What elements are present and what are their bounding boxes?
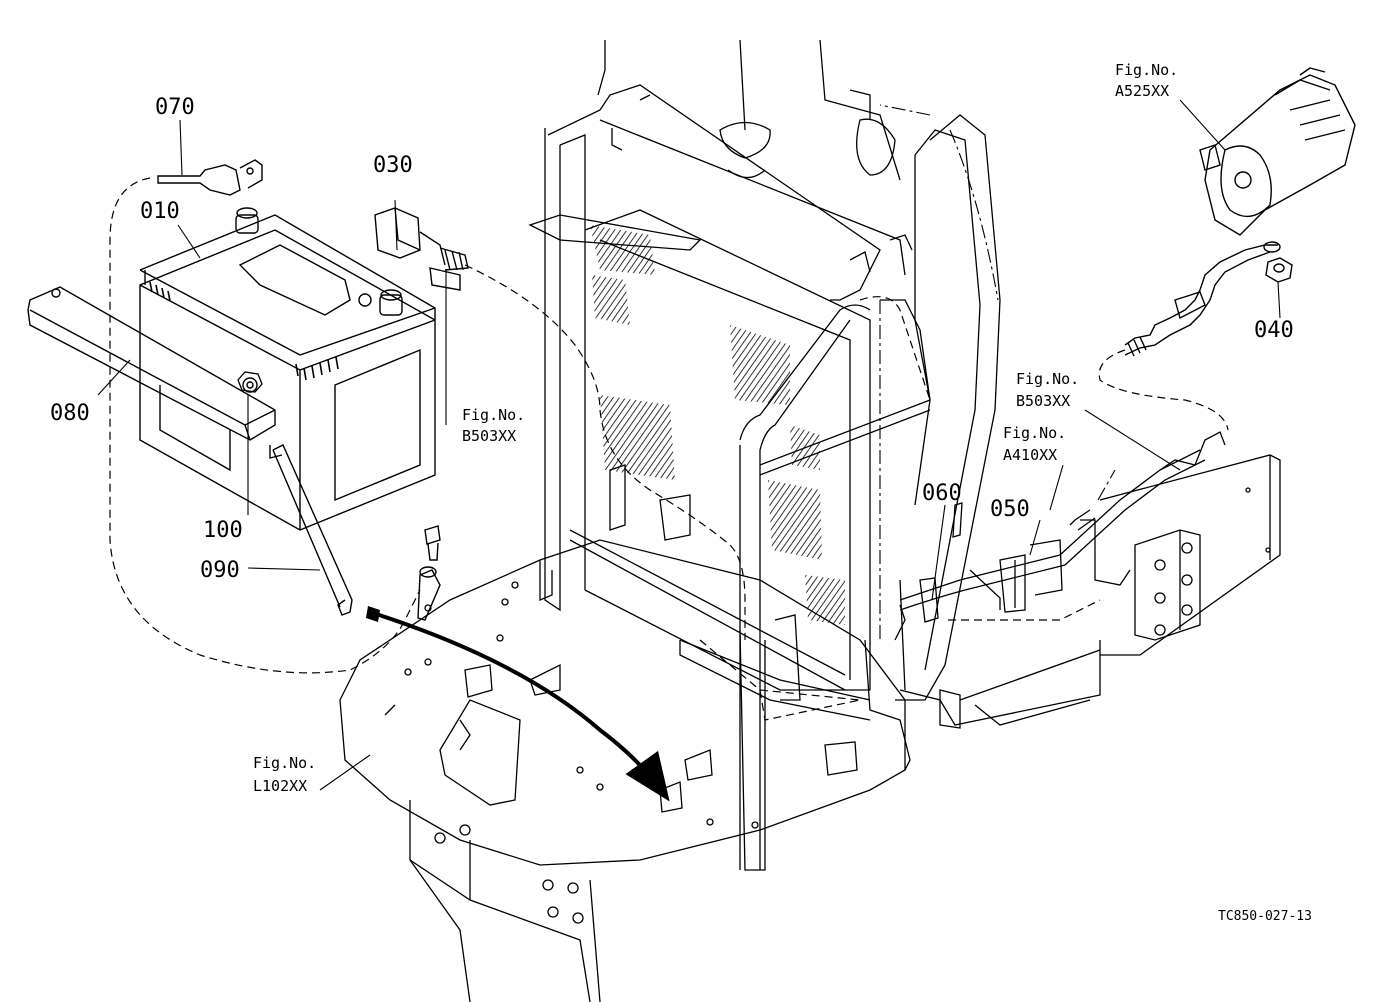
dashed-cable-routes — [110, 178, 1228, 720]
base-plate-frame — [340, 540, 905, 1002]
label-100: 100 — [203, 518, 243, 543]
radiator-core-hatching — [590, 225, 845, 625]
part-labels: 070 010 030 080 100 090 060 050 040 — [50, 95, 1294, 583]
j-bolt-090 — [270, 445, 352, 615]
starter-motor — [1200, 68, 1355, 235]
ref-b503-left-line1: Fig.No. — [462, 406, 525, 424]
label-090: 090 — [200, 558, 240, 583]
leader-lines — [98, 100, 1280, 790]
radiator-assembly — [530, 40, 912, 870]
label-050: 050 — [990, 497, 1030, 522]
ground-bolt — [418, 526, 440, 620]
label-010: 010 — [140, 199, 180, 224]
terminal-cap-030 — [375, 208, 468, 290]
label-030: 030 — [373, 153, 413, 178]
ref-a410-line2: A410XX — [1003, 446, 1057, 464]
ref-b503-right-line2: B503XX — [1016, 392, 1070, 410]
mounting-arrow — [366, 606, 670, 802]
right-frame-bracket — [960, 455, 1280, 725]
label-070: 070 — [155, 95, 195, 120]
battery-010 — [140, 208, 435, 530]
figure-references: Fig.No. A525XX Fig.No. B503XX Fig.No. B5… — [253, 61, 1178, 795]
ref-a525-line1: Fig.No. — [1115, 61, 1178, 79]
wire-harness — [895, 432, 1225, 640]
guard-frame — [740, 115, 1100, 870]
label-080: 080 — [50, 401, 90, 426]
ref-b503-right-line1: Fig.No. — [1016, 370, 1079, 388]
ref-a525-line2: A525XX — [1115, 82, 1169, 100]
battery-holder-080 — [28, 287, 275, 440]
nut-100 — [238, 372, 262, 392]
battery-vent-ribs — [150, 282, 338, 380]
drawing-code: TC850-027-13 — [1218, 909, 1312, 924]
ref-b503-left-line2: B503XX — [462, 427, 516, 445]
ref-a410-line1: Fig.No. — [1003, 424, 1066, 442]
ref-l102-line2: L102XX — [253, 777, 307, 795]
ref-l102-line1: Fig.No. — [253, 754, 316, 772]
battery-cable-070 — [158, 160, 262, 195]
label-040: 040 — [1254, 318, 1294, 343]
label-060: 060 — [922, 481, 962, 506]
dash-dot-routes — [880, 105, 1115, 640]
starter-cable-and-nut-040 — [1125, 242, 1292, 356]
